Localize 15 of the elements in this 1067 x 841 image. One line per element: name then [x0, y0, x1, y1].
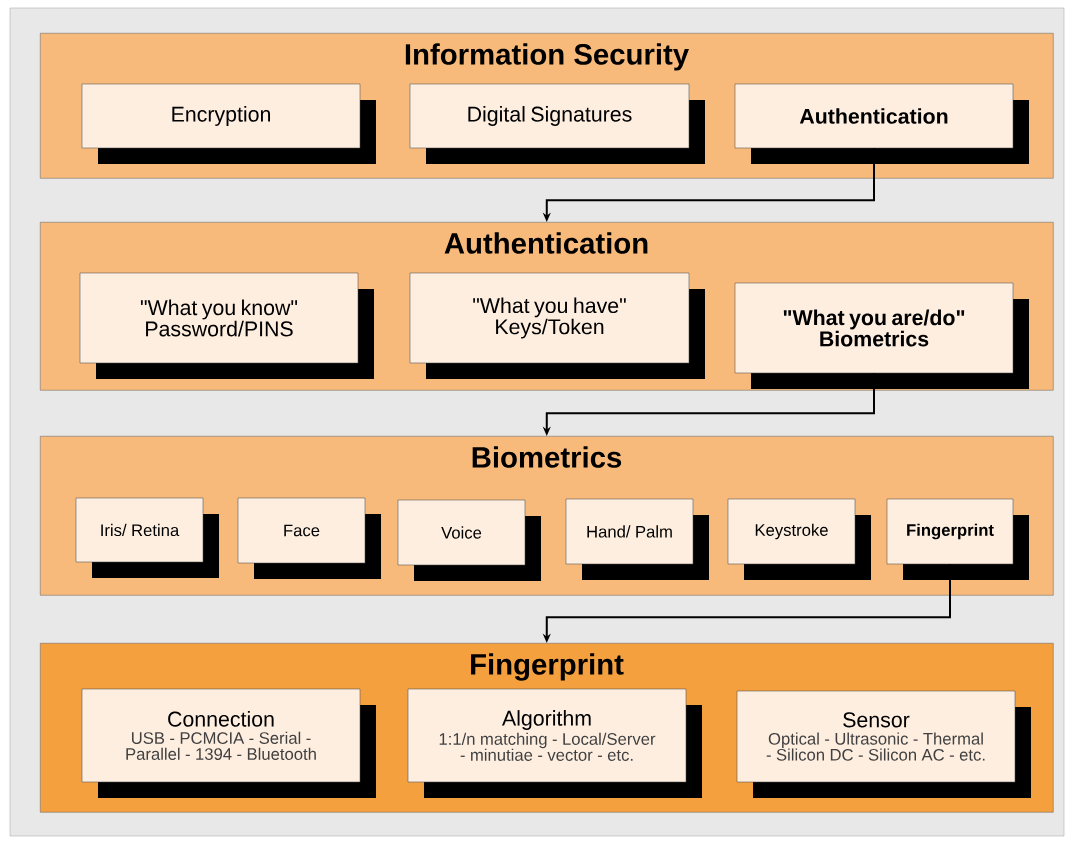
- shadow-box: Fingerprint: [886, 498, 1029, 580]
- shadow-box: Face: [237, 497, 381, 579]
- shadow-box: Hand/ Palm: [565, 498, 709, 580]
- shadow-box: Voice: [397, 499, 541, 581]
- shadow-box: Sensor Optical - Ultrasonic - Thermal - Silicon DC - Silicon AC - etc.: [736, 690, 1031, 798]
- shadow-box: "What you have" Keys/Token: [409, 272, 705, 379]
- shadow-box: Iris/ Retina: [75, 497, 219, 578]
- shadow-box: "What you are/do" Biometrics: [734, 282, 1029, 389]
- shadow-box: "What you know" Password/PINS: [79, 272, 374, 379]
- shadow-box: Authentication: [734, 83, 1029, 164]
- shadow-box: Keystroke: [727, 498, 871, 580]
- shadow-box: Algorithm 1:1/n matching - Local/Server - minutiae - vector - etc.: [407, 688, 702, 798]
- shadow-box: Digital Signatures: [409, 83, 705, 164]
- shadow-box: Connection USB - PCMCIA - Serial - Parallel - 1394 - Bluetooth: [81, 688, 376, 798]
- shadow-box: Encryption: [81, 83, 376, 164]
